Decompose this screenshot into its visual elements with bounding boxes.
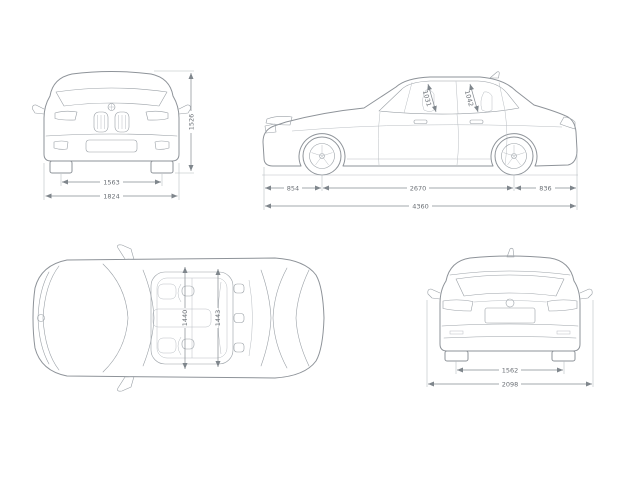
center-console [152, 308, 212, 328]
rear-car-drawing [427, 247, 593, 362]
rear-window [455, 274, 565, 297]
front-wheel [302, 136, 342, 176]
dimension-line [427, 83, 437, 113]
rear-wheel [494, 136, 534, 176]
headlight-and-grille [264, 116, 293, 134]
front-wheel-left [49, 160, 73, 174]
extension-lines [43, 163, 180, 200]
length-dimensions: 854 2670 836 4360 [263, 153, 578, 210]
lower-intake [85, 139, 138, 153]
side-glasshouse [378, 80, 520, 115]
hood-lines [37, 265, 60, 371]
grille-slats [97, 115, 126, 129]
roundel-cross [108, 103, 115, 111]
bmw-roundel-icon [37, 314, 45, 322]
front-body-outline [43, 71, 180, 162]
rear-track-dimension: 1562 [455, 361, 565, 374]
front-overhang-value: 854 [287, 184, 299, 192]
rear-view: 1562 2098 [426, 247, 594, 388]
door-handle-rear [469, 119, 484, 124]
character-lines [291, 124, 563, 160]
front-wheel-right [150, 160, 174, 174]
extension-lines [426, 300, 594, 387]
rear-wheel-right [551, 350, 576, 362]
rear-overhang-value: 836 [539, 184, 551, 192]
window-pillars [403, 81, 506, 114]
front-seats [157, 283, 195, 356]
door-seams [377, 110, 508, 166]
rear-wheel-left [444, 350, 469, 362]
front-track-value: 1563 [103, 178, 120, 186]
taillight [559, 116, 576, 130]
front-height-value: 1526 [187, 114, 195, 131]
bmw-roundel-icon [505, 298, 515, 308]
rear-track-value: 1562 [502, 366, 519, 374]
top-body-outline [32, 257, 325, 379]
license-plate [484, 307, 536, 324]
extension-lines [60, 174, 163, 186]
reflector-right [556, 330, 571, 335]
top-view: 1440 1443 [32, 244, 325, 392]
reflector-left [449, 330, 464, 335]
kidney-grille-right [114, 111, 130, 133]
side-body-outline [262, 76, 578, 167]
roof-outline [150, 271, 234, 365]
headroom-rear-value: 1042 [463, 89, 475, 107]
kidney-grille-left [93, 111, 109, 133]
mirror-width-value: 2098 [502, 380, 519, 388]
front-windshield [55, 87, 168, 107]
top-car-drawing [32, 244, 325, 392]
overall-length-value: 4360 [412, 202, 429, 210]
side-mirrors [427, 288, 593, 300]
rear-seats [217, 279, 253, 357]
wheelbase-value: 2670 [410, 184, 427, 192]
side-view: 1031 1042 854 2670 836 4360 [262, 71, 578, 210]
headlights [54, 110, 169, 121]
extension-lines [154, 70, 194, 174]
front-width-value: 1824 [103, 192, 120, 200]
bumper-lines [441, 323, 579, 339]
windshield-arcs [102, 263, 155, 373]
fog-light-bezels [53, 140, 170, 150]
extension-lines [263, 153, 578, 210]
rear-window-arcs [260, 267, 310, 369]
front-view: 1563 1824 1526 [32, 70, 195, 200]
taillights [442, 299, 578, 312]
side-mirrors [32, 104, 191, 115]
door-handle-front [413, 119, 428, 124]
front-height-dimension: 1526 [154, 70, 195, 174]
mirror-width-dimension: 2098 [426, 300, 594, 388]
interior-width-rear-dimension: 1443 [214, 269, 222, 367]
extension-lines [455, 361, 565, 374]
roof-spoiler-line [449, 270, 571, 276]
front-width-dimension: 1824 [43, 163, 180, 200]
front-track-dimension: 1563 [60, 174, 163, 186]
dimension-line [469, 83, 479, 113]
interior-width-front-value: 1440 [181, 310, 189, 327]
side-mirrors [117, 244, 135, 392]
headroom-rear-dimension: 1042 [463, 83, 479, 113]
shark-fin-antenna-icon [506, 247, 515, 258]
trunk-seam [473, 300, 547, 303]
bumper-line [45, 133, 178, 137]
interior-width-front-dimension: 1440 [181, 267, 189, 369]
shark-fin-antenna-icon [489, 71, 500, 79]
side-car-drawing [262, 71, 578, 176]
interior-width-rear-value: 1443 [214, 310, 222, 327]
front-car-drawing [32, 71, 191, 174]
